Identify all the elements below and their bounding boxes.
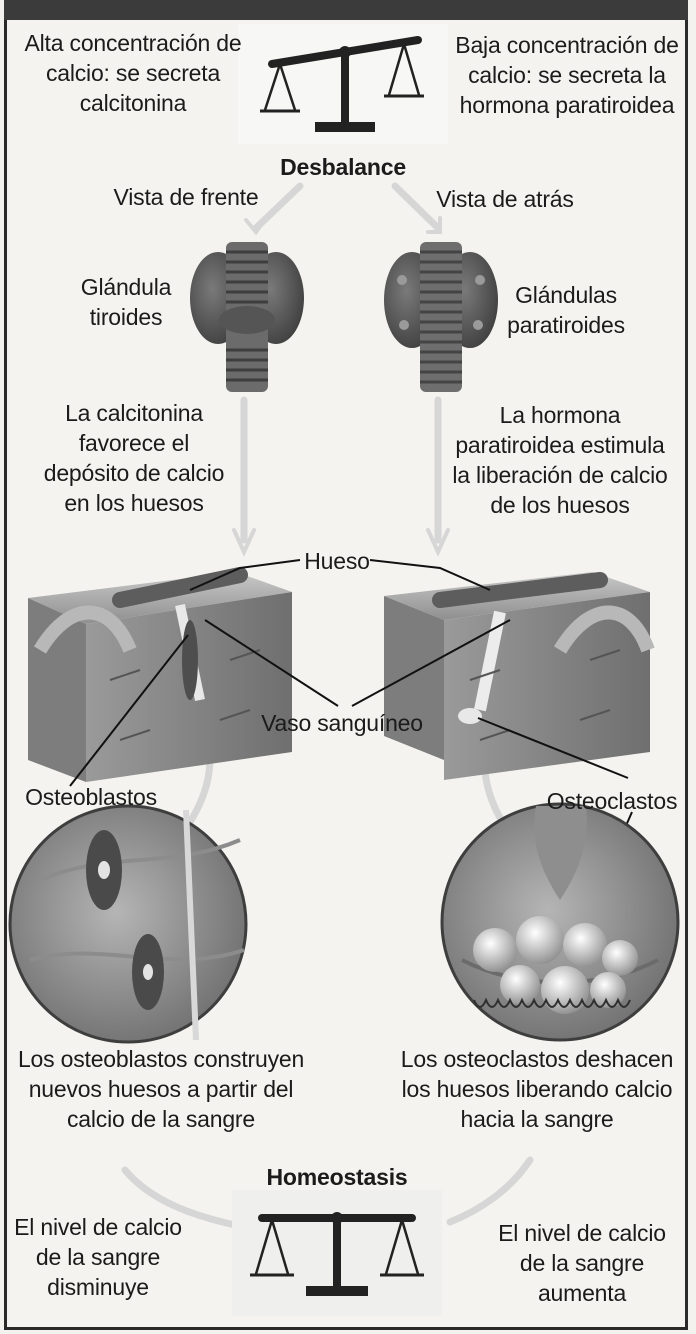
bone-block-right-image: [384, 572, 650, 780]
calcitonin-text: La calcitonina favorece el depósito de c…: [36, 398, 232, 518]
low-calcium-text: Baja concentración de calcio: se secreta…: [444, 30, 690, 120]
arrow-to-homeostasis-right: [450, 1160, 530, 1222]
parathyroid-hormone-text: La hormona paratiroidea estimula la libe…: [446, 400, 674, 520]
blood-calcium-decreases-text: El nivel de calcio de la sangre disminuy…: [14, 1212, 182, 1302]
high-calcium-text: Alta concentración de calcio: se secreta…: [20, 28, 246, 118]
bone-block-left-image: [28, 572, 292, 782]
imbalance-label: Desbalance: [268, 152, 418, 182]
osteoclast-description: Los osteoclastos deshacen los huesos lib…: [386, 1044, 688, 1134]
osteoblasts-label: Osteoblastos: [16, 782, 166, 812]
blood-vessel-label: Vaso sanguíneo: [252, 708, 432, 738]
unbalanced-scale-icon: [238, 24, 448, 144]
homeostasis-label: Homeostasis: [252, 1162, 422, 1192]
blood-calcium-increases-text: El nivel de calcio de la sangre aumenta: [486, 1218, 678, 1308]
osteoclasts-label: Osteoclastos: [540, 786, 684, 816]
parathyroid-glands-image: [384, 242, 498, 392]
bone-label: Hueso: [302, 546, 372, 576]
hueso-leader-right: [370, 560, 490, 590]
parathyroid-label: Glándulas paratiroides: [496, 280, 636, 340]
back-view-label: Vista de atrás: [420, 184, 590, 214]
osteoblast-description: Los osteoblastos construyen nuevos hueso…: [8, 1044, 314, 1134]
front-view-label: Vista de frente: [96, 182, 276, 212]
balanced-scale-icon: [232, 1190, 442, 1316]
osteoblast-magnified-image: [10, 806, 246, 1042]
thyroid-gland-image: [190, 242, 304, 392]
thyroid-label: Glándula tiroides: [66, 272, 186, 332]
osteoclast-magnified-image: [442, 804, 678, 1040]
